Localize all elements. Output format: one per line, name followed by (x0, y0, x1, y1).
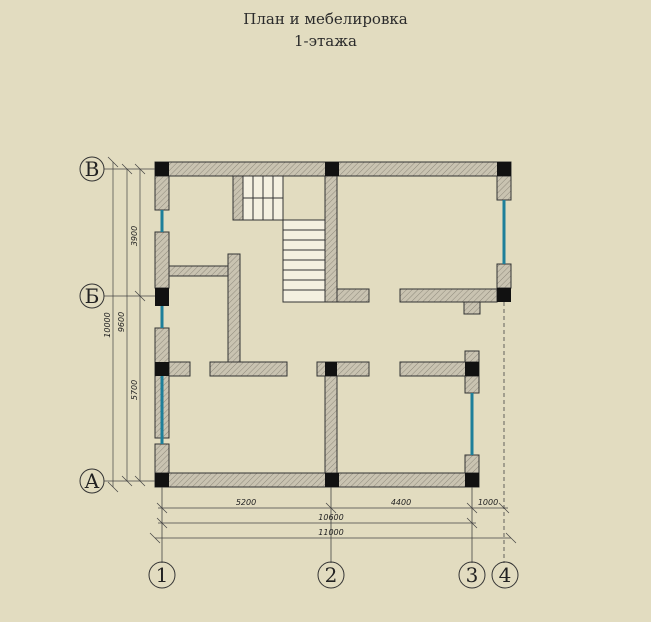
svg-text:В: В (85, 157, 100, 181)
svg-text:Б: Б (85, 284, 100, 308)
axis-marker-col-1: 1 (148, 561, 176, 589)
axis-marker-col-4: 4 (491, 561, 519, 589)
svg-text:2: 2 (325, 563, 338, 587)
interior-walls (168, 175, 498, 474)
dim-label-10600: 10600 (318, 513, 343, 522)
axis-marker-row-b: Б (79, 283, 105, 309)
axis-marker-col-3: 3 (458, 561, 486, 589)
svg-text:1: 1 (156, 563, 169, 587)
dim-label-9600: 9600 (117, 312, 126, 332)
vertical-dimension-lines (107, 156, 146, 493)
dim-label-11000: 11000 (318, 528, 343, 537)
wall-upper-right (399, 288, 498, 303)
dim-label-4400: 4400 (391, 498, 411, 507)
svg-text:4: 4 (499, 563, 512, 587)
plan-title: План и мебелировка (243, 10, 408, 28)
axis-marker-col-2: 2 (317, 561, 345, 589)
wall-right-lower-2 (464, 454, 480, 474)
dim-label-10000: 10000 (103, 312, 112, 337)
axis-lines (104, 168, 505, 563)
wall-right-2 (496, 263, 512, 289)
dim-label-5700: 5700 (130, 380, 139, 400)
horizontal-dimension-lines (149, 502, 517, 544)
columns (155, 162, 511, 487)
wall-mid-left-stub (168, 361, 191, 377)
svg-text:А: А (84, 469, 99, 493)
dim-label-3900: 3900 (130, 226, 139, 246)
wall-left-1 (154, 175, 170, 211)
svg-text:3: 3 (466, 563, 479, 587)
dim-label-5200: 5200 (236, 498, 256, 507)
wall-upper-mid-stub (336, 288, 370, 303)
wall-left-4 (154, 443, 170, 474)
wall-right-1 (496, 175, 512, 201)
dim-label-1000: 1000 (478, 498, 498, 507)
windows (160, 200, 506, 455)
axis-marker-row-a: А (79, 468, 105, 494)
wall-partition-vertical (227, 253, 241, 363)
wall-upper-right-jog (463, 301, 481, 315)
wall-partition-top (168, 265, 237, 277)
wall-axis2-upper (324, 175, 338, 303)
wall-mid-left (209, 361, 288, 377)
axis-marker-row-v: В (79, 156, 105, 182)
wall-left-2 (154, 231, 170, 289)
wall-bottom (154, 472, 480, 488)
stair-side-wall (232, 175, 244, 221)
staircase (242, 175, 326, 303)
wall-axis2-lower (324, 375, 338, 474)
plan-subtitle: 1-этажа (294, 32, 357, 50)
wall-mid-center (316, 361, 370, 377)
